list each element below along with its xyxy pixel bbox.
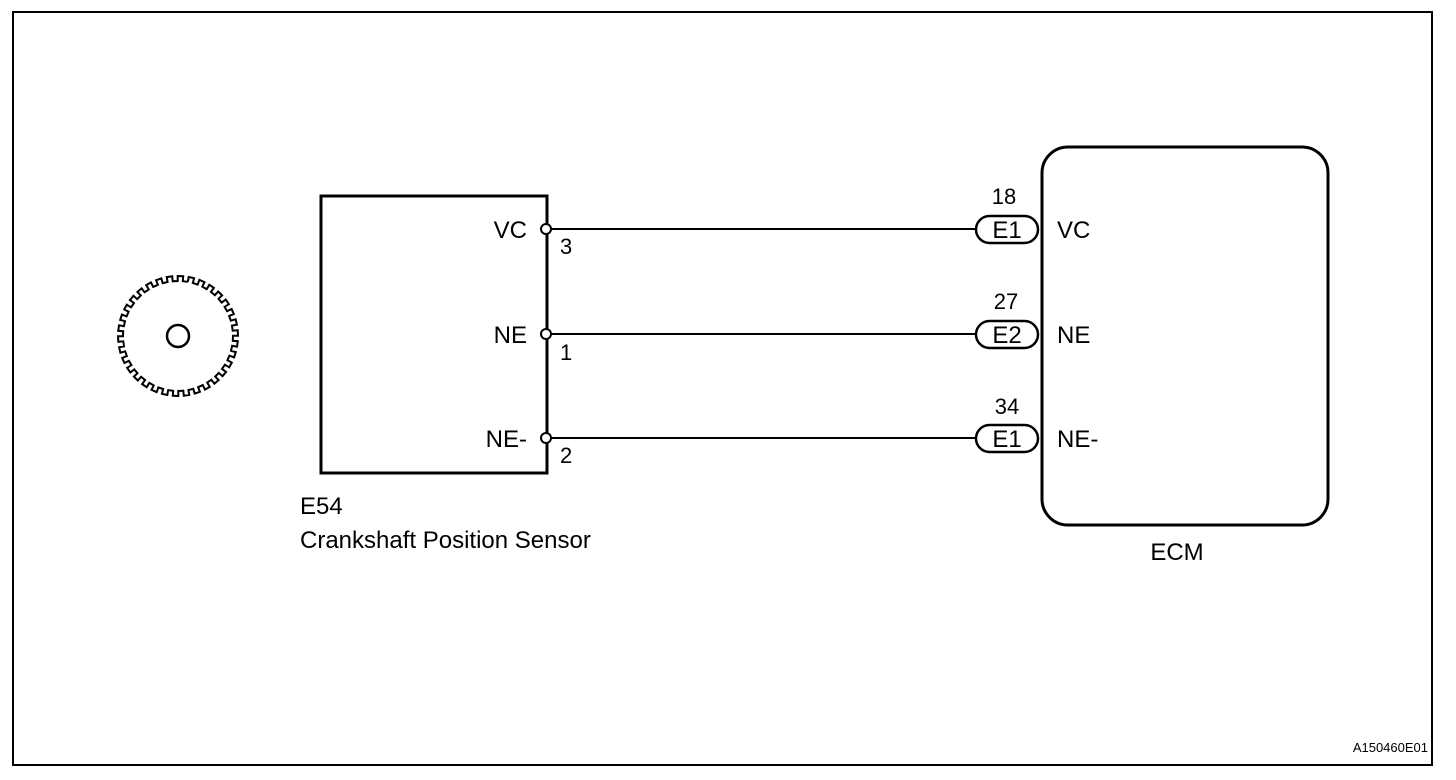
ecm-box	[1040, 145, 1330, 527]
ecm-connector-code: E1	[992, 426, 1021, 453]
ecm-connector-badge	[974, 319, 1040, 350]
sensor-pin-number: 2	[560, 443, 572, 468]
sensor-pin-label: NE	[494, 322, 527, 349]
sensor-code: E54	[300, 493, 343, 520]
ecm-terminal-label: NE-	[1057, 426, 1098, 453]
timing-rotor-icon	[116, 274, 240, 398]
sensor-pin-number: 1	[560, 340, 572, 365]
ecm-connector-code: E2	[992, 322, 1021, 349]
ecm-terminal-label: NE	[1057, 322, 1090, 349]
figure-id: A150460E01	[1353, 740, 1428, 755]
sensor-pin-label: VC	[494, 217, 527, 244]
ecm-connector-badge	[974, 423, 1040, 454]
sensor-terminal-ne	[540, 328, 552, 340]
ecm-pin-number: 34	[995, 394, 1019, 419]
sensor-terminal-ne-minus	[540, 432, 552, 444]
ecm-pin-number: 18	[992, 184, 1016, 209]
ecm-name: ECM	[1150, 539, 1203, 566]
ecm-connector-badge	[974, 214, 1040, 245]
sensor-pin-label: NE-	[486, 426, 527, 453]
sensor-name: Crankshaft Position Sensor	[300, 527, 591, 554]
ecm-connector-code: E1	[992, 217, 1021, 244]
ecm-pin-number: 27	[994, 289, 1018, 314]
sensor-pin-number: 3	[560, 234, 572, 259]
sensor-terminal-vc	[540, 223, 552, 235]
rotor-teeth-outline	[116, 274, 240, 398]
ecm-terminal-label: VC	[1057, 217, 1090, 244]
rotor-hub-icon	[165, 323, 191, 349]
diagram-frame	[12, 11, 1433, 766]
